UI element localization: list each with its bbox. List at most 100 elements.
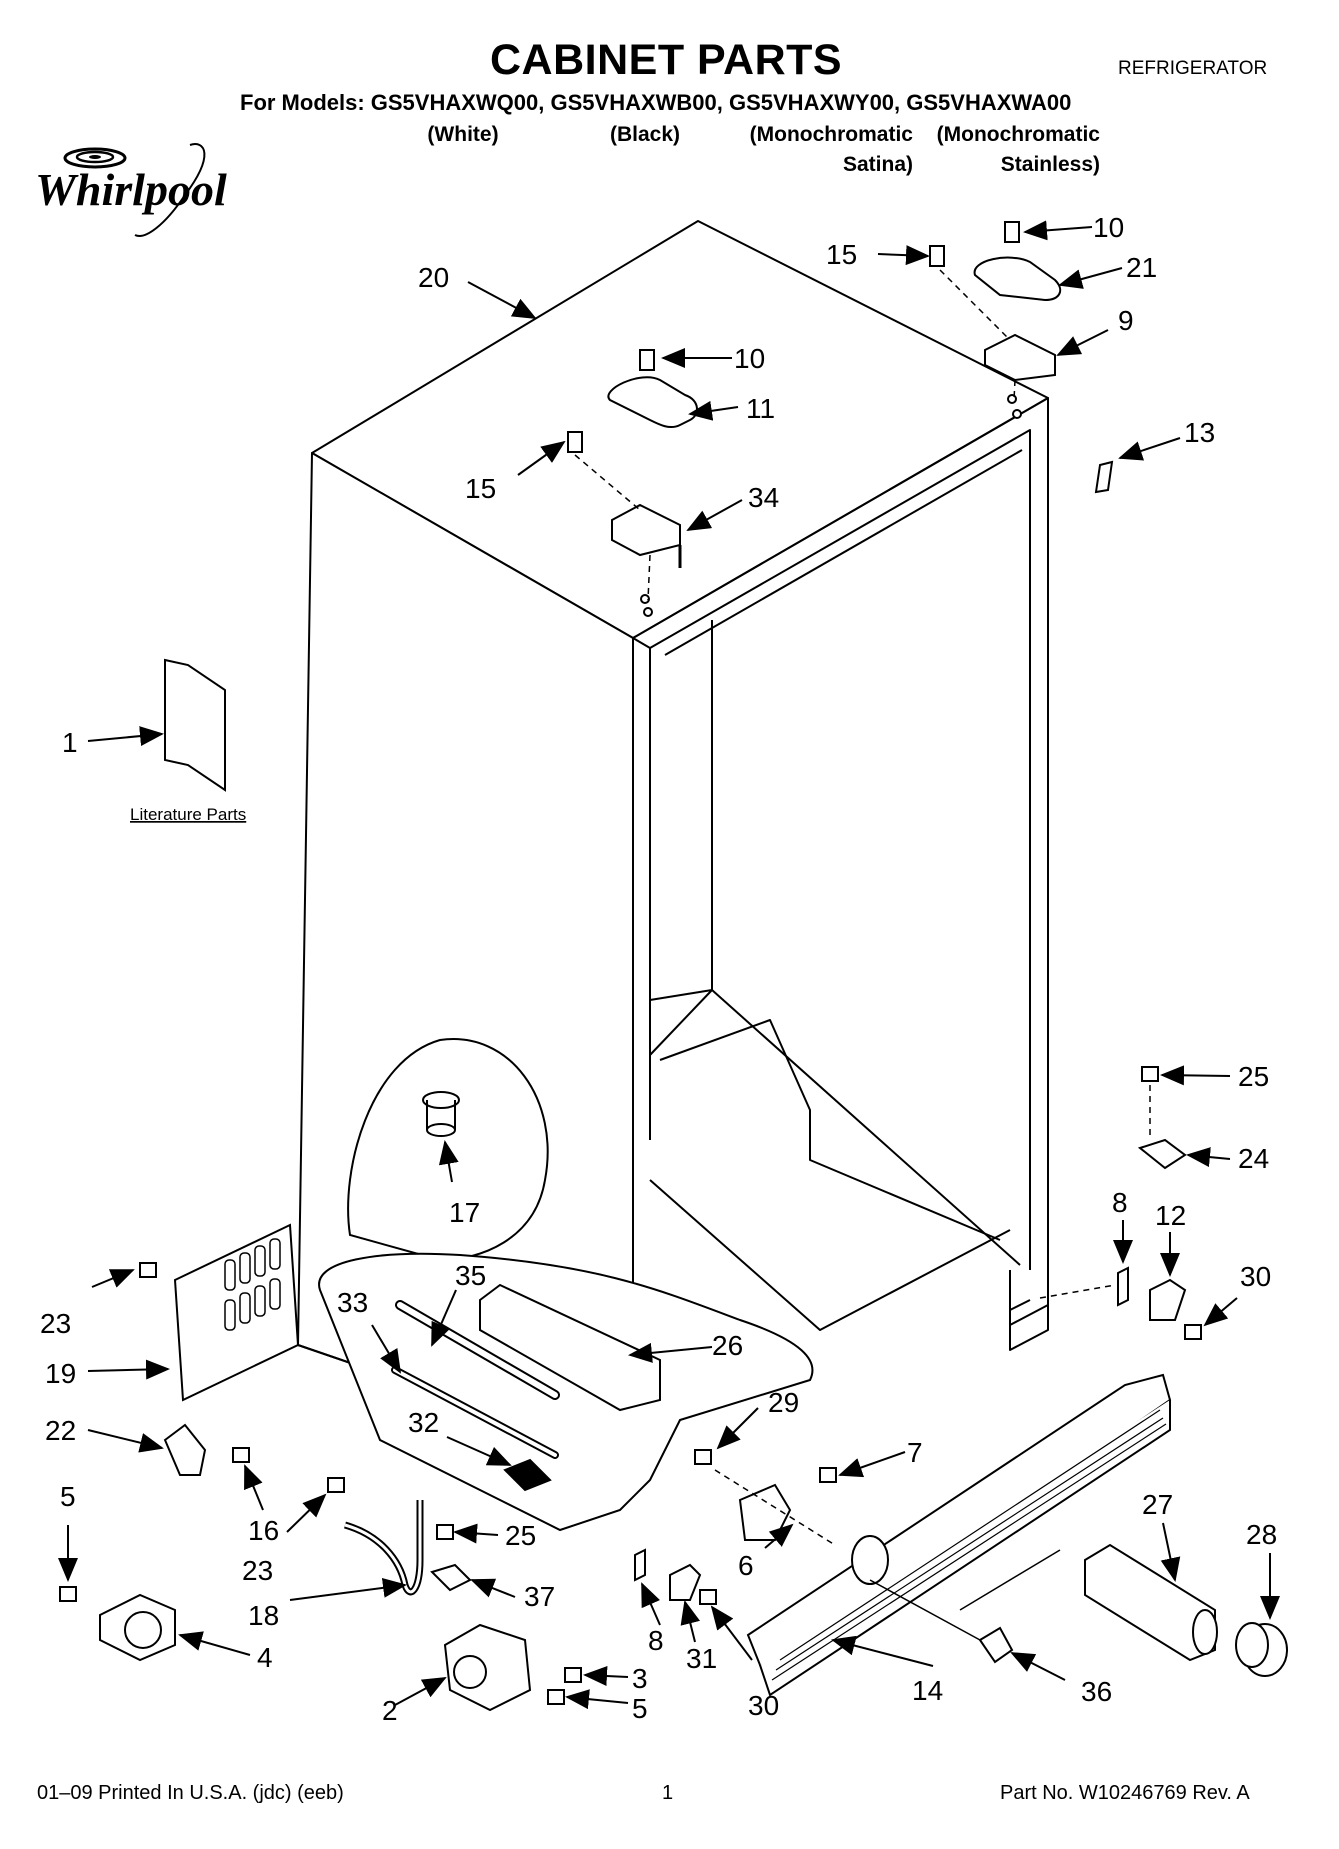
leader-arrows — [58, 220, 1280, 1710]
footer-part-number: Part No. W10246769 Rev. A — [1000, 1782, 1250, 1804]
callout-30-right: 30 — [1240, 1261, 1271, 1292]
filter-port — [851, 1535, 889, 1585]
cabinet-right-foot — [1009, 1270, 1049, 1351]
callout-3: 3 — [632, 1663, 648, 1694]
callout-9: 9 — [1118, 305, 1134, 336]
screw-15-right — [929, 245, 945, 267]
screw-23-upper — [139, 1262, 157, 1278]
callout-25-right: 25 — [1238, 1061, 1269, 1092]
leader-1 — [87, 726, 164, 747]
vent-slot — [224, 1259, 236, 1291]
callout-15-right: 15 — [826, 239, 857, 270]
leader-30a — [710, 1605, 753, 1661]
top-hinge-holes — [640, 394, 1022, 617]
leader-26 — [628, 1342, 713, 1363]
detail-bubble-water-tubes — [318, 1252, 814, 1532]
callout-25-left: 25 — [505, 1520, 536, 1551]
cabinet-right-foot-detail — [1009, 1299, 1031, 1311]
hole — [1007, 394, 1017, 404]
vent-slot — [254, 1285, 266, 1317]
leader-24 — [1186, 1147, 1231, 1168]
part-13-clip — [1094, 460, 1114, 494]
leveling-leg-base — [426, 1123, 456, 1137]
callout-28: 28 — [1246, 1519, 1277, 1550]
callout-11: 11 — [746, 393, 775, 424]
screw-10-right — [1004, 221, 1020, 243]
appliance-category: REFRIGERATOR — [1118, 58, 1268, 79]
screw-5-left — [59, 1586, 77, 1602]
leader-22 — [87, 1429, 164, 1453]
callout-10-left: 10 — [734, 343, 765, 374]
cabinet-inner-floor — [659, 1019, 1001, 1241]
filter-end — [1192, 1609, 1218, 1655]
variant-line1: (Monochromatic — [749, 123, 913, 146]
callout-19: 19 — [45, 1358, 76, 1389]
variant-line1: (Black) — [609, 123, 681, 146]
screw-30-left — [699, 1589, 717, 1605]
leader-15b — [877, 245, 930, 266]
models-line: For Models: GS5VHAXWQ00, GS5VHAXWB00, GS… — [240, 90, 1072, 115]
leader-30b — [1203, 1297, 1238, 1327]
leader-34 — [686, 499, 743, 531]
callout-36: 36 — [1081, 1676, 1112, 1707]
leader-10b — [1023, 220, 1093, 241]
tube-33-inner — [393, 1368, 557, 1457]
literature-parts-label: Literature Parts — [130, 805, 246, 824]
screw-23-lower — [327, 1477, 345, 1493]
cap-36 — [978, 1626, 1014, 1664]
leader-25b — [453, 1523, 499, 1544]
leader-23b — [286, 1493, 327, 1533]
roller-wheel — [124, 1611, 162, 1649]
callout-26: 26 — [712, 1330, 743, 1361]
leader-15a — [517, 440, 566, 476]
logo-swoosh — [134, 143, 206, 237]
whirlpool-logo: Whirlpool — [35, 143, 227, 237]
hole — [643, 607, 653, 617]
leader-33 — [371, 1324, 402, 1374]
leader-16 — [244, 1464, 264, 1511]
leader-31 — [680, 1600, 701, 1643]
variant-line1: (Monochromatic — [936, 123, 1100, 146]
callout-18: 18 — [248, 1600, 279, 1631]
callout-22: 22 — [45, 1415, 76, 1446]
part-32-block — [503, 1458, 552, 1492]
callout-7: 7 — [907, 1437, 923, 1468]
cabinet-top-rail-inner — [664, 449, 1023, 656]
callout-17: 17 — [449, 1197, 480, 1228]
assembly-line — [714, 1469, 836, 1546]
callout-numbers: 1 2 3 4 5 5 6 7 8 8 9 10 10 11 12 13 14 … — [40, 212, 1277, 1726]
slat — [779, 1409, 1161, 1661]
screw-5-center — [547, 1689, 565, 1705]
callout-32: 32 — [408, 1407, 439, 1438]
callout-8-left: 8 — [648, 1625, 664, 1656]
callout-6: 6 — [738, 1550, 754, 1581]
screw-15-left — [567, 431, 583, 453]
leader-9 — [1056, 329, 1109, 356]
callout-23-upper: 23 — [40, 1308, 71, 1339]
callout-10-right: 10 — [1093, 212, 1124, 243]
leader-21 — [1058, 267, 1123, 289]
callout-23-lower: 23 — [242, 1555, 273, 1586]
cabinet-floor-front — [649, 1179, 1011, 1331]
screw-25-right — [1141, 1066, 1159, 1082]
callout-20: 20 — [418, 262, 449, 293]
vent-slot — [239, 1252, 251, 1284]
variant-stainless: (Monochromatic Stainless) — [920, 120, 1100, 180]
callout-33: 33 — [337, 1287, 368, 1318]
logo-wordmark: Whirlpool — [35, 164, 227, 215]
vent-slot — [269, 1278, 281, 1310]
vent-slot — [269, 1238, 281, 1270]
callout-34: 34 — [748, 482, 779, 513]
bracket-31 — [669, 1563, 702, 1601]
hole — [1012, 409, 1022, 419]
screw-29 — [694, 1449, 712, 1465]
assembly-line — [1039, 1284, 1116, 1299]
callout-5-center: 5 — [632, 1693, 648, 1724]
washer-37 — [430, 1563, 472, 1592]
leader-8a — [641, 1582, 661, 1626]
variant-satina: (Monochromatic Satina) — [733, 120, 913, 180]
footer-page-number: 1 — [662, 1782, 674, 1804]
callout-4: 4 — [257, 1642, 273, 1673]
callout-2: 2 — [382, 1695, 398, 1726]
